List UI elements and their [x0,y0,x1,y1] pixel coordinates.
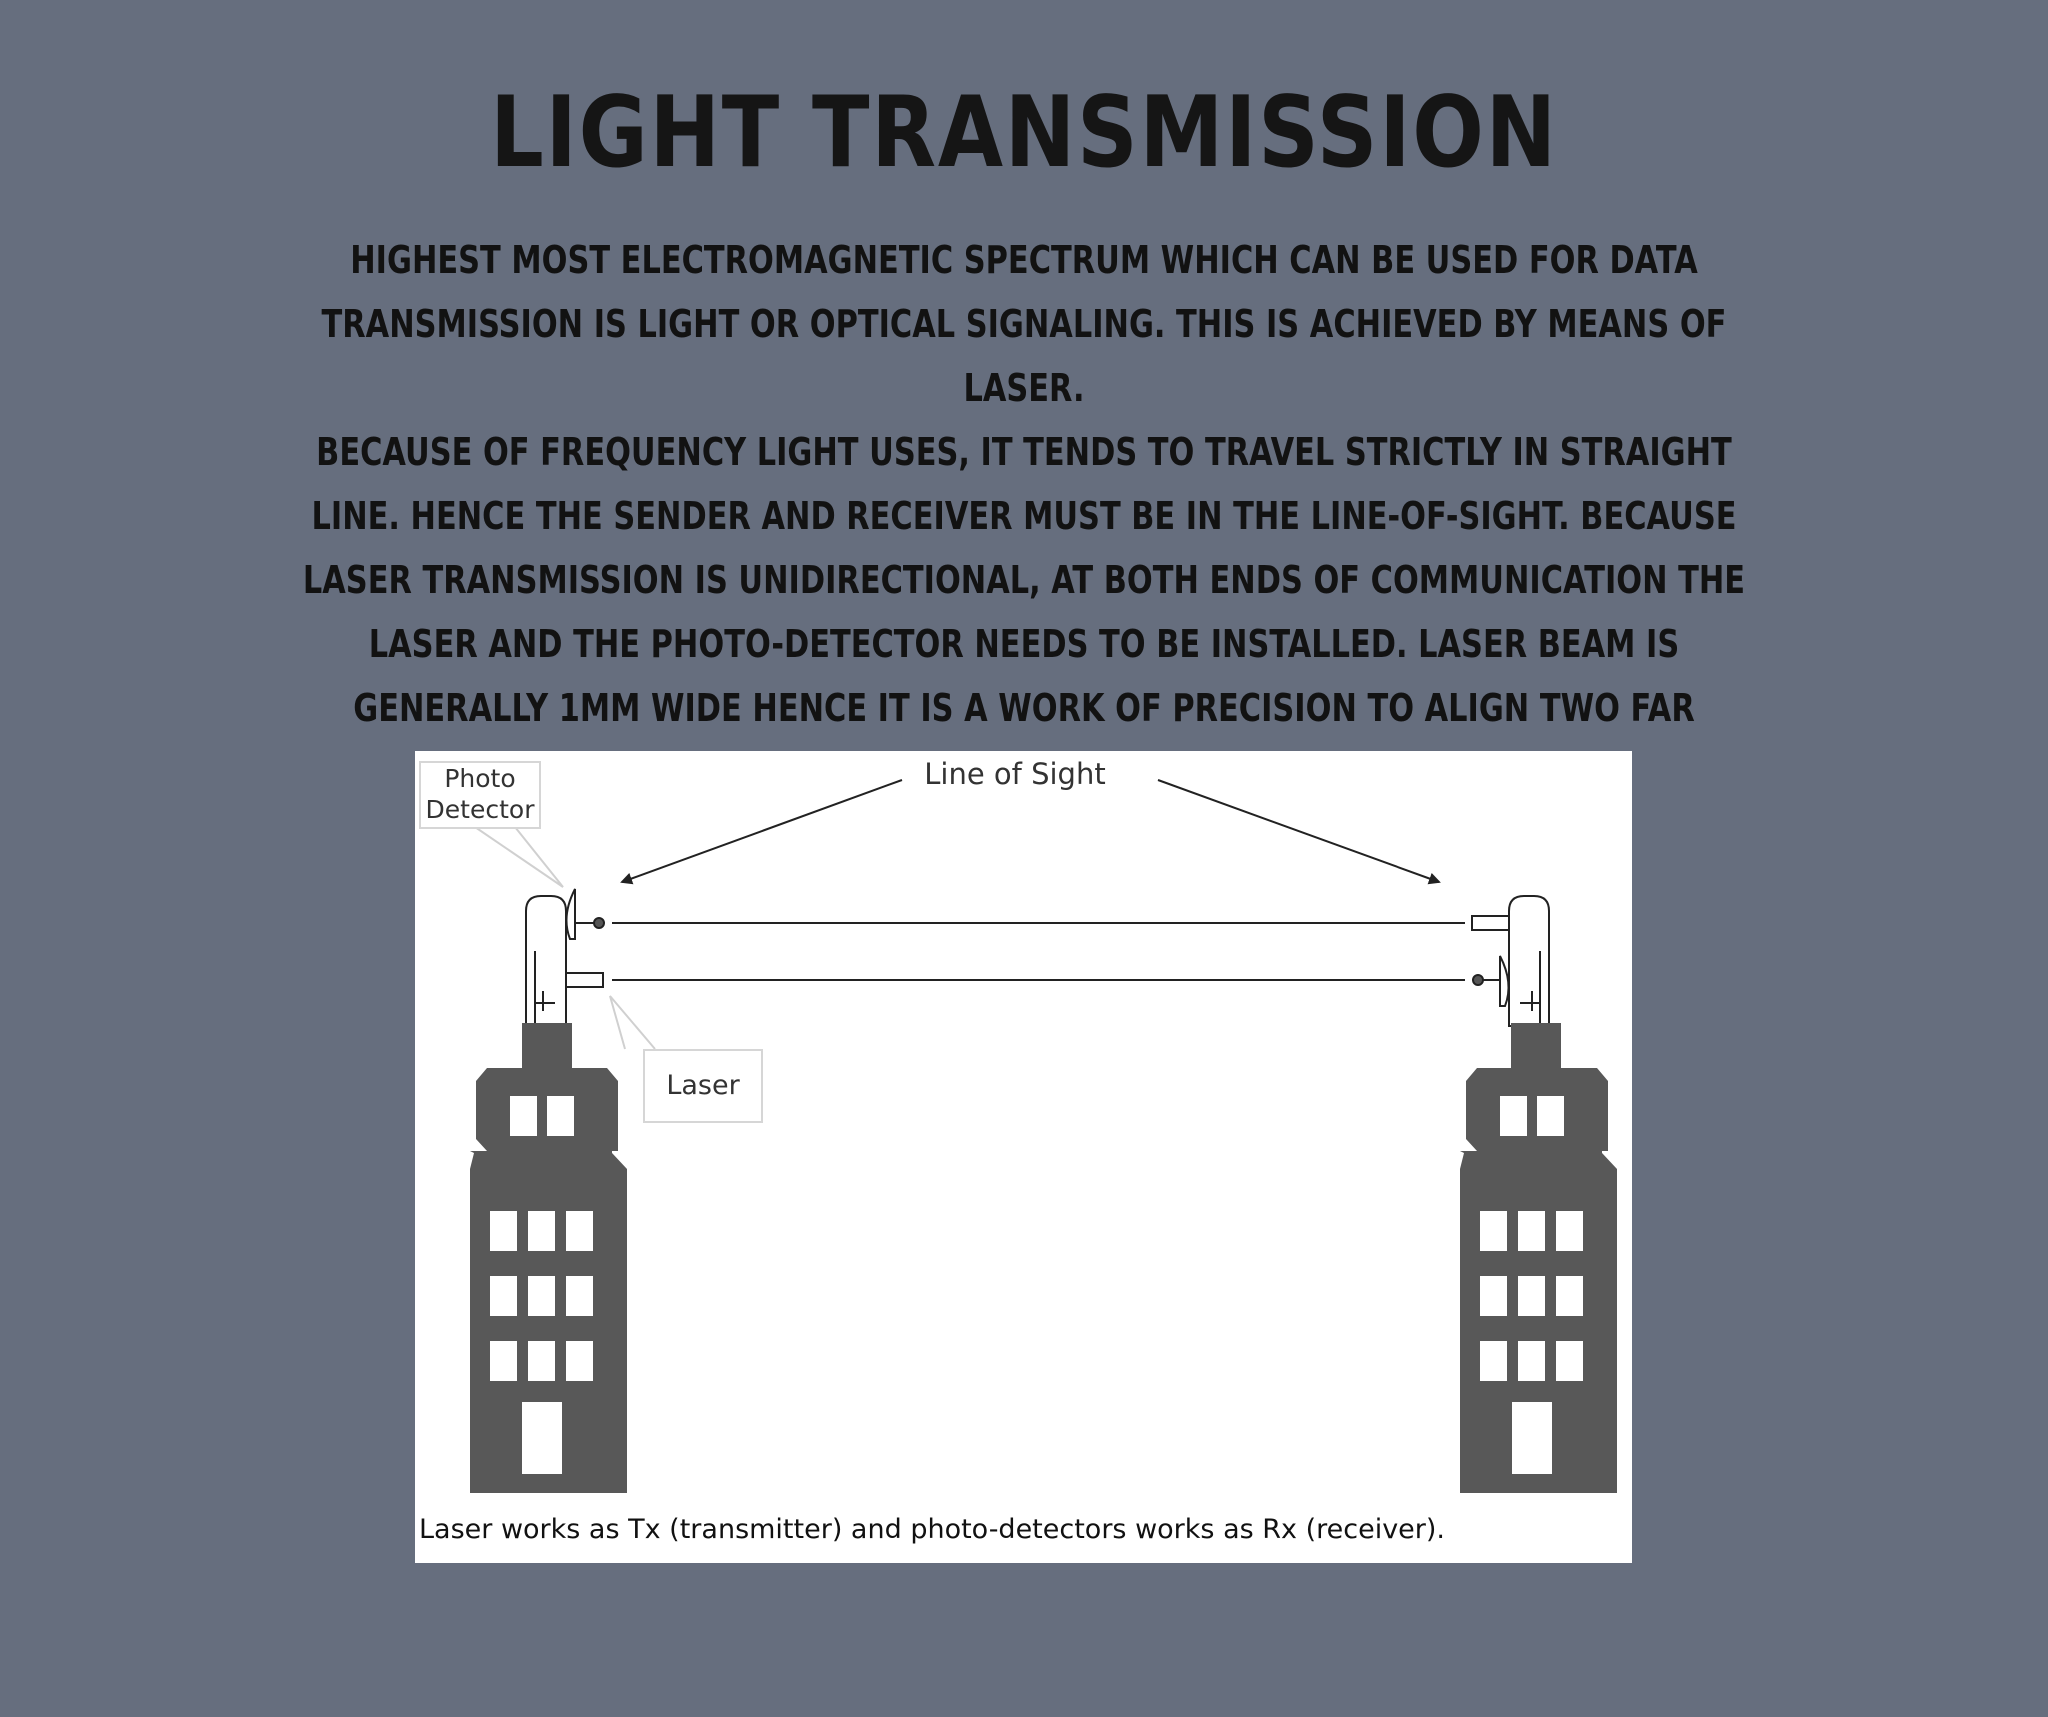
photo-detector-callout-pointer [474,826,564,888]
page-title: Light Transmission [490,76,1558,190]
paragraph-2: Because of frequency light uses, it tend… [302,430,1746,794]
left-transceiver [525,888,605,1027]
photo-detector-label-line1: Photo [444,764,516,793]
diagram-caption: Laser works as Tx (transmitter) and phot… [419,1514,1445,1545]
photo-detector-label-line2: Detector [425,795,535,824]
laser-label: Laser [643,1049,763,1123]
laser-callout-pointer [609,995,656,1050]
line-of-sight-label: Line of Sight [924,757,1106,791]
diagram-drawing [470,779,1617,1493]
right-transceiver [1471,895,1550,1027]
line-of-sight-arrow-right [1157,779,1441,885]
paragraph-1: Highest most electromagnetic spectrum wh… [321,238,1727,410]
photo-detector-label: Photo Detector [419,761,541,829]
line-of-sight-diagram: Photo Detector Laser Line of Sight Laser… [415,751,1632,1563]
line-of-sight-arrow-left [620,779,903,885]
left-building [470,1023,627,1493]
right-building [1460,1023,1617,1493]
description-text: Highest most electromagnetic spectrum wh… [80,228,1968,804]
